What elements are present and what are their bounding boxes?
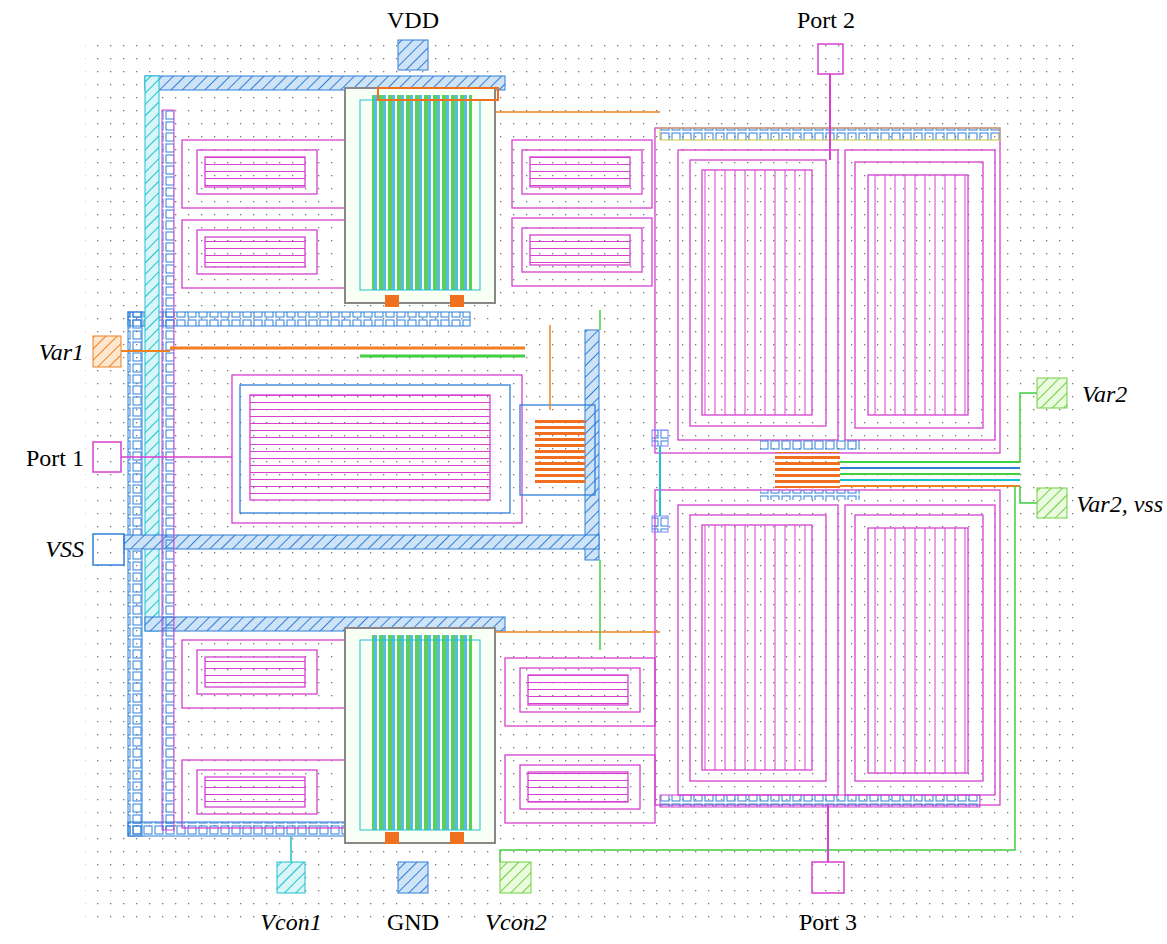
pin-label: Var1 xyxy=(39,340,84,364)
pin-label: Port 2 xyxy=(797,8,855,32)
pin-label: Port 3 xyxy=(799,910,857,934)
pin-label: Var2, vss xyxy=(1076,492,1163,516)
pin-label: VSS xyxy=(45,537,84,561)
pin-label: Vcon2 xyxy=(485,910,546,934)
pin-label: Port 1 xyxy=(26,446,84,470)
pin-label: GND xyxy=(387,910,439,934)
pin-label: Var2 xyxy=(1082,382,1127,406)
pin-label: Vcon1 xyxy=(260,910,321,934)
pin-label: VDD xyxy=(387,8,439,32)
